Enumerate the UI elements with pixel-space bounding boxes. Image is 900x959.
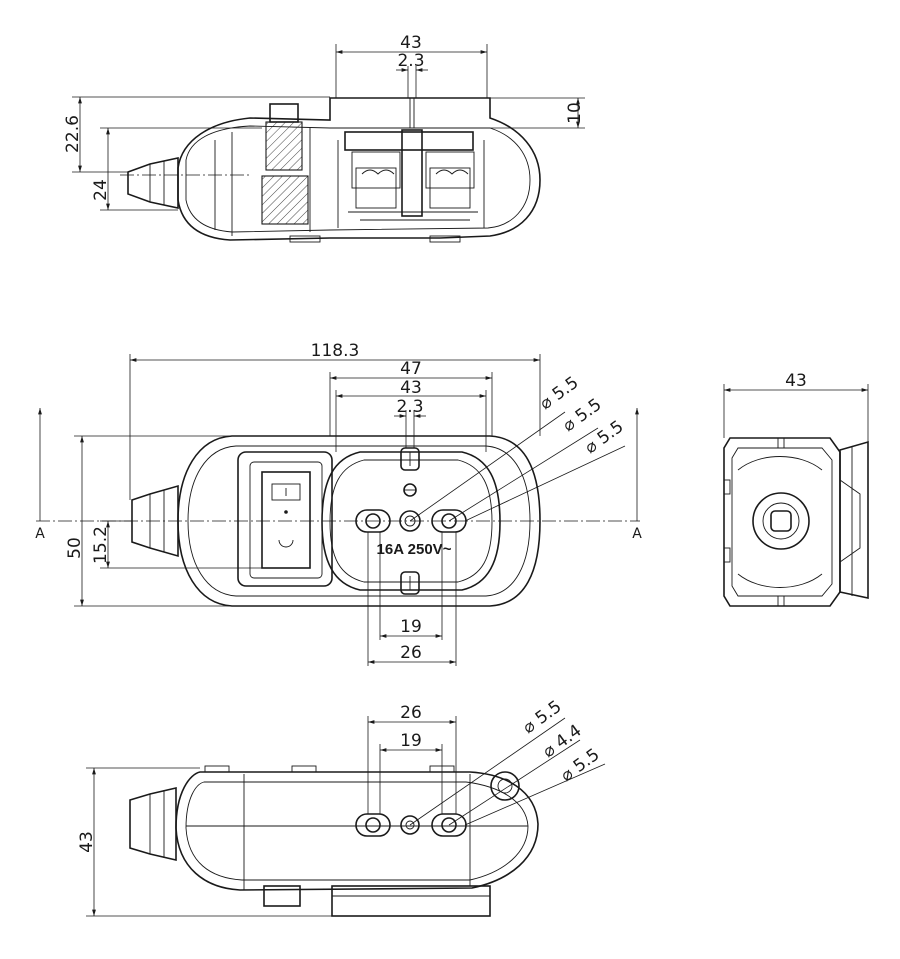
dim-top-pin-2-3: 2.3 bbox=[397, 51, 424, 71]
dim-front-pitch-26: 26 bbox=[400, 643, 422, 663]
dim-front-width-47: 47 bbox=[400, 359, 422, 379]
dim-bottom-pitch-26: 26 bbox=[400, 703, 422, 723]
front-view-body: 16A 250V~ bbox=[36, 435, 640, 607]
power-switch[interactable] bbox=[237, 451, 333, 587]
top-view: 43 2.3 10 22.6 24 bbox=[63, 33, 585, 243]
dim-front-width-43: 43 bbox=[400, 378, 422, 398]
dim-bottom-pitch-19: 19 bbox=[400, 731, 422, 751]
dim-top-height-22-6: 22.6 bbox=[63, 115, 83, 153]
dim-front-pin-2-3: 2.3 bbox=[396, 397, 423, 417]
dim-front-length-118-3: 118.3 bbox=[311, 341, 360, 361]
section-mark-right: A bbox=[632, 526, 642, 542]
section-mark-left: A bbox=[35, 526, 45, 542]
bottom-view-dimensions: 26 19 ⌀ 5.5 ⌀ 4.4 ⌀ 5.5 43 bbox=[77, 697, 606, 917]
bottom-view: 26 19 ⌀ 5.5 ⌀ 4.4 ⌀ 5.5 43 bbox=[77, 697, 606, 917]
top-view-dimensions: 43 2.3 10 22.6 24 bbox=[63, 33, 585, 211]
side-view-body bbox=[723, 437, 869, 607]
socket-face: 16A 250V~ bbox=[321, 447, 501, 595]
section-marks: A A bbox=[35, 408, 642, 542]
dim-top-height-24: 24 bbox=[91, 179, 111, 201]
dim-top-width-43: 43 bbox=[400, 33, 422, 53]
dim-side-width-43: 43 bbox=[785, 371, 807, 391]
contact-assembly bbox=[337, 129, 485, 228]
front-view-dimensions: 118.3 47 43 2.3 ⌀ 5.5 ⌀ 5.5 ⌀ 5.5 bbox=[65, 341, 627, 666]
bottom-view-body bbox=[129, 765, 539, 917]
dim-front-pitch-19: 19 bbox=[400, 617, 422, 637]
dim-top-depth-10: 10 bbox=[565, 102, 585, 124]
front-view: 16A 250V~ A A 118.3 47 43 bbox=[35, 341, 642, 666]
top-view-body bbox=[120, 97, 541, 243]
dim-front-offset-15-2: 15.2 bbox=[91, 526, 111, 564]
side-view: 43 bbox=[723, 371, 869, 607]
dim-bottom-height-43: 43 bbox=[77, 831, 97, 853]
side-view-dimensions: 43 bbox=[723, 371, 869, 442]
rating-label: 16A 250V~ bbox=[377, 541, 452, 558]
dim-front-height-50: 50 bbox=[65, 537, 85, 559]
